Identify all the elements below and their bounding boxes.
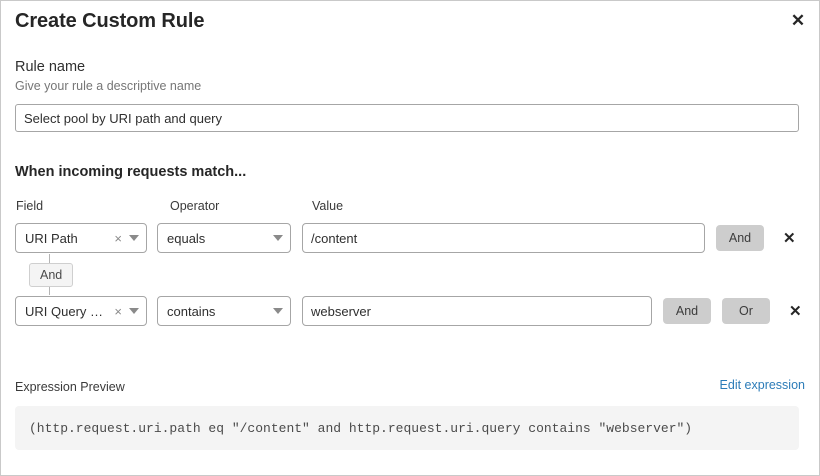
condition-row: URI Path × equals And ✕ xyxy=(15,222,805,254)
field-select-1[interactable]: URI Path × xyxy=(15,223,147,253)
operator-select-1-value: equals xyxy=(167,230,206,246)
edit-expression-link[interactable]: Edit expression xyxy=(719,378,805,392)
field-select-1-value: URI Path xyxy=(25,230,78,246)
chevron-down-icon xyxy=(129,235,139,241)
operator-select-2-value: contains xyxy=(167,303,216,319)
field-select-2[interactable]: URI Query St... × xyxy=(15,296,147,326)
operator-select-2[interactable]: contains xyxy=(157,296,291,326)
expression-preview-text: (http.request.uri.path eq "/content" and… xyxy=(29,420,693,436)
page-title: Create Custom Rule xyxy=(15,10,205,32)
group-operator-and-chip[interactable]: And xyxy=(29,263,74,287)
condition-column-headers: Field Operator Value xyxy=(15,199,805,217)
rule-name-label: Rule name xyxy=(15,59,86,75)
column-header-value: Value xyxy=(312,199,344,213)
expression-preview-header: Expression Preview Edit expression xyxy=(15,378,805,396)
operator-select-1[interactable]: equals xyxy=(157,223,291,253)
value-input-1[interactable] xyxy=(302,223,705,253)
clear-icon[interactable]: × xyxy=(114,303,122,319)
chevron-down-icon xyxy=(273,235,283,241)
add-and-condition-button-1[interactable]: And xyxy=(716,225,764,251)
condition-row: URI Query St... × contains And Or ✕ xyxy=(15,295,805,327)
rule-name-hint: Give your rule a descriptive name xyxy=(15,79,202,93)
chevron-down-icon xyxy=(129,308,139,314)
match-heading: When incoming requests match... xyxy=(15,164,247,180)
column-header-field: Field xyxy=(16,199,44,213)
column-header-operator: Operator xyxy=(170,199,220,213)
condition-list: And URI Path × equals And ✕ URI Query St… xyxy=(15,222,805,327)
add-and-condition-button-2[interactable]: And xyxy=(663,298,711,324)
value-input-2[interactable] xyxy=(302,296,652,326)
field-select-2-value: URI Query St... xyxy=(25,303,111,319)
rule-name-input[interactable] xyxy=(15,104,799,132)
expression-preview-box: (http.request.uri.path eq "/content" and… xyxy=(15,406,799,450)
delete-condition-icon-2[interactable]: ✕ xyxy=(789,302,802,320)
expression-preview-label: Expression Preview xyxy=(15,380,125,394)
clear-icon[interactable]: × xyxy=(114,230,122,246)
close-icon[interactable]: ✕ xyxy=(790,10,806,30)
chevron-down-icon xyxy=(273,308,283,314)
delete-condition-icon-1[interactable]: ✕ xyxy=(783,229,796,247)
add-or-condition-button-2[interactable]: Or xyxy=(722,298,770,324)
